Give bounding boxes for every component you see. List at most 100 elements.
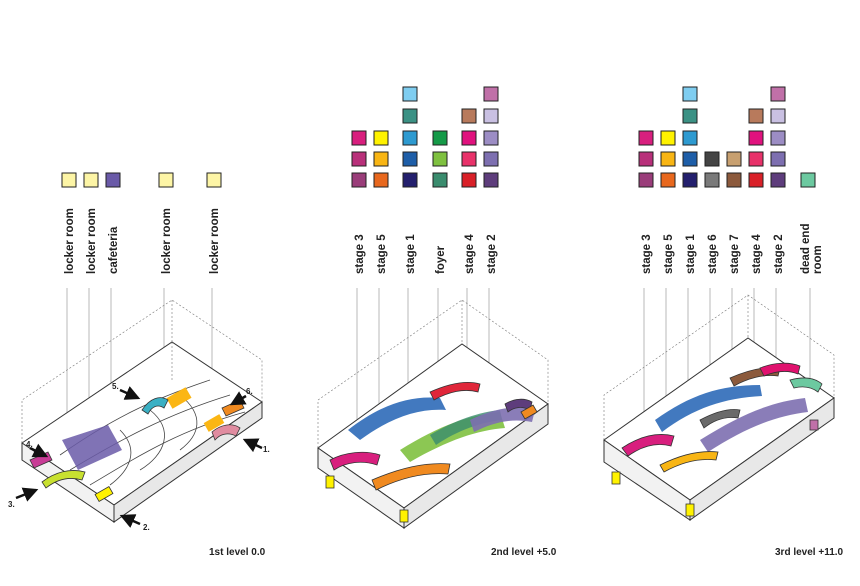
stage-3-band xyxy=(621,434,675,457)
panel-level-1: locker room locker room cafeteria locker… xyxy=(8,172,270,558)
label-stage-3: stage 3 xyxy=(354,234,366,274)
swatch xyxy=(682,86,698,102)
label-stage-5: stage 5 xyxy=(376,234,388,274)
swatch xyxy=(748,151,764,167)
swatch-column-foyer xyxy=(432,130,448,188)
swatch xyxy=(748,130,764,146)
yellow-element xyxy=(94,485,114,503)
label-stage-2: stage 2 xyxy=(486,234,498,274)
swatch-column-stage-5 xyxy=(660,130,676,188)
yellow-element xyxy=(611,471,621,485)
panel-level-3: stage 3 stage 5 stage 1 stage 6 stage 7 … xyxy=(603,86,844,558)
label-foyer: foyer xyxy=(435,245,447,274)
swatch xyxy=(770,86,786,102)
marker-2: 2. xyxy=(143,523,150,532)
label-stage-7: stage 7 xyxy=(729,234,741,274)
swatch xyxy=(461,151,477,167)
lime-element xyxy=(41,470,86,489)
swatch xyxy=(682,130,698,146)
caption-level-3: 3rd level +11.0 xyxy=(775,547,844,558)
swatch-column-stage-5 xyxy=(373,130,389,188)
swatch xyxy=(83,172,99,188)
swatch xyxy=(402,151,418,167)
swatch xyxy=(748,108,764,124)
swatch xyxy=(373,172,389,188)
stage-4-band xyxy=(759,362,801,377)
swatch xyxy=(660,151,676,167)
caption-level-1: 1st level 0.0 xyxy=(209,547,266,558)
swatch xyxy=(105,172,121,188)
yellow-zone xyxy=(166,387,192,409)
swatch xyxy=(638,130,654,146)
label-stage-6: stage 6 xyxy=(707,234,719,274)
swatch-column-locker-room-3 xyxy=(158,172,174,188)
swatch xyxy=(483,108,499,124)
swatch-column-stage-6 xyxy=(704,151,720,188)
label-stage-4: stage 4 xyxy=(464,234,476,274)
swatch-column-locker-room-1 xyxy=(61,172,77,188)
swatch xyxy=(770,130,786,146)
swatch-column-stage-4 xyxy=(461,108,477,188)
swatch xyxy=(638,172,654,188)
swatch xyxy=(483,86,499,102)
building-volume xyxy=(21,299,263,523)
label-stage-4: stage 4 xyxy=(751,234,763,274)
swatch xyxy=(461,108,477,124)
swatch xyxy=(432,151,448,167)
swatch xyxy=(351,172,367,188)
yellow-element xyxy=(685,503,695,517)
building-volume xyxy=(603,294,835,521)
panel-level-2: stage 3 stage 5 stage 1 foyer stage 4 st… xyxy=(317,86,557,558)
swatch-column-stage-7 xyxy=(726,151,742,188)
swatch xyxy=(461,172,477,188)
label-stage-2: stage 2 xyxy=(773,234,785,274)
marker-1: 1. xyxy=(263,445,270,454)
teal-element xyxy=(141,397,169,415)
swatch xyxy=(402,130,418,146)
swatch xyxy=(770,172,786,188)
cafeteria-area xyxy=(62,425,122,470)
swatch-column-stage-2 xyxy=(770,86,786,188)
swatch-column-stage-1 xyxy=(402,86,418,188)
swatch-column-stage-3 xyxy=(638,130,654,188)
stage-1-band xyxy=(348,397,446,440)
swatch xyxy=(660,172,676,188)
yellow-zone xyxy=(203,414,225,432)
label-locker-room-1: locker room xyxy=(64,208,76,274)
stage-5-band xyxy=(659,451,719,473)
label-stage-5: stage 5 xyxy=(663,234,675,274)
orange-element xyxy=(520,404,538,420)
label-stage-1: stage 1 xyxy=(405,234,417,274)
swatch xyxy=(726,151,742,167)
marker-6: 6. xyxy=(246,387,253,396)
label-locker-room-2: locker room xyxy=(86,208,98,274)
swatch-column-stage-2 xyxy=(483,86,499,188)
stage-6-band xyxy=(699,409,741,429)
swatch xyxy=(432,130,448,146)
swatch xyxy=(770,151,786,167)
label-locker-room-4: locker room xyxy=(209,208,221,274)
marker-4: 4. xyxy=(26,440,33,449)
caption-level-2: 2nd level +5.0 xyxy=(491,547,557,558)
swatch xyxy=(402,108,418,124)
swatch xyxy=(373,151,389,167)
swatch xyxy=(682,108,698,124)
swatch xyxy=(206,172,222,188)
swatch xyxy=(461,130,477,146)
label-stage-3: stage 3 xyxy=(641,234,653,274)
swatch xyxy=(748,172,764,188)
swatch xyxy=(158,172,174,188)
swatch-column-dead-end-room xyxy=(800,172,816,188)
swatch xyxy=(483,172,499,188)
yellow-element xyxy=(325,475,335,489)
label-cafeteria: cafeteria xyxy=(108,226,120,274)
swatch xyxy=(704,172,720,188)
swatch xyxy=(373,130,389,146)
swatch xyxy=(682,151,698,167)
entrance-markers: 1. 2. 3. 4. 5. 6. xyxy=(8,382,270,532)
label-room: room xyxy=(812,245,824,274)
swatch xyxy=(770,108,786,124)
swatch xyxy=(682,172,698,188)
